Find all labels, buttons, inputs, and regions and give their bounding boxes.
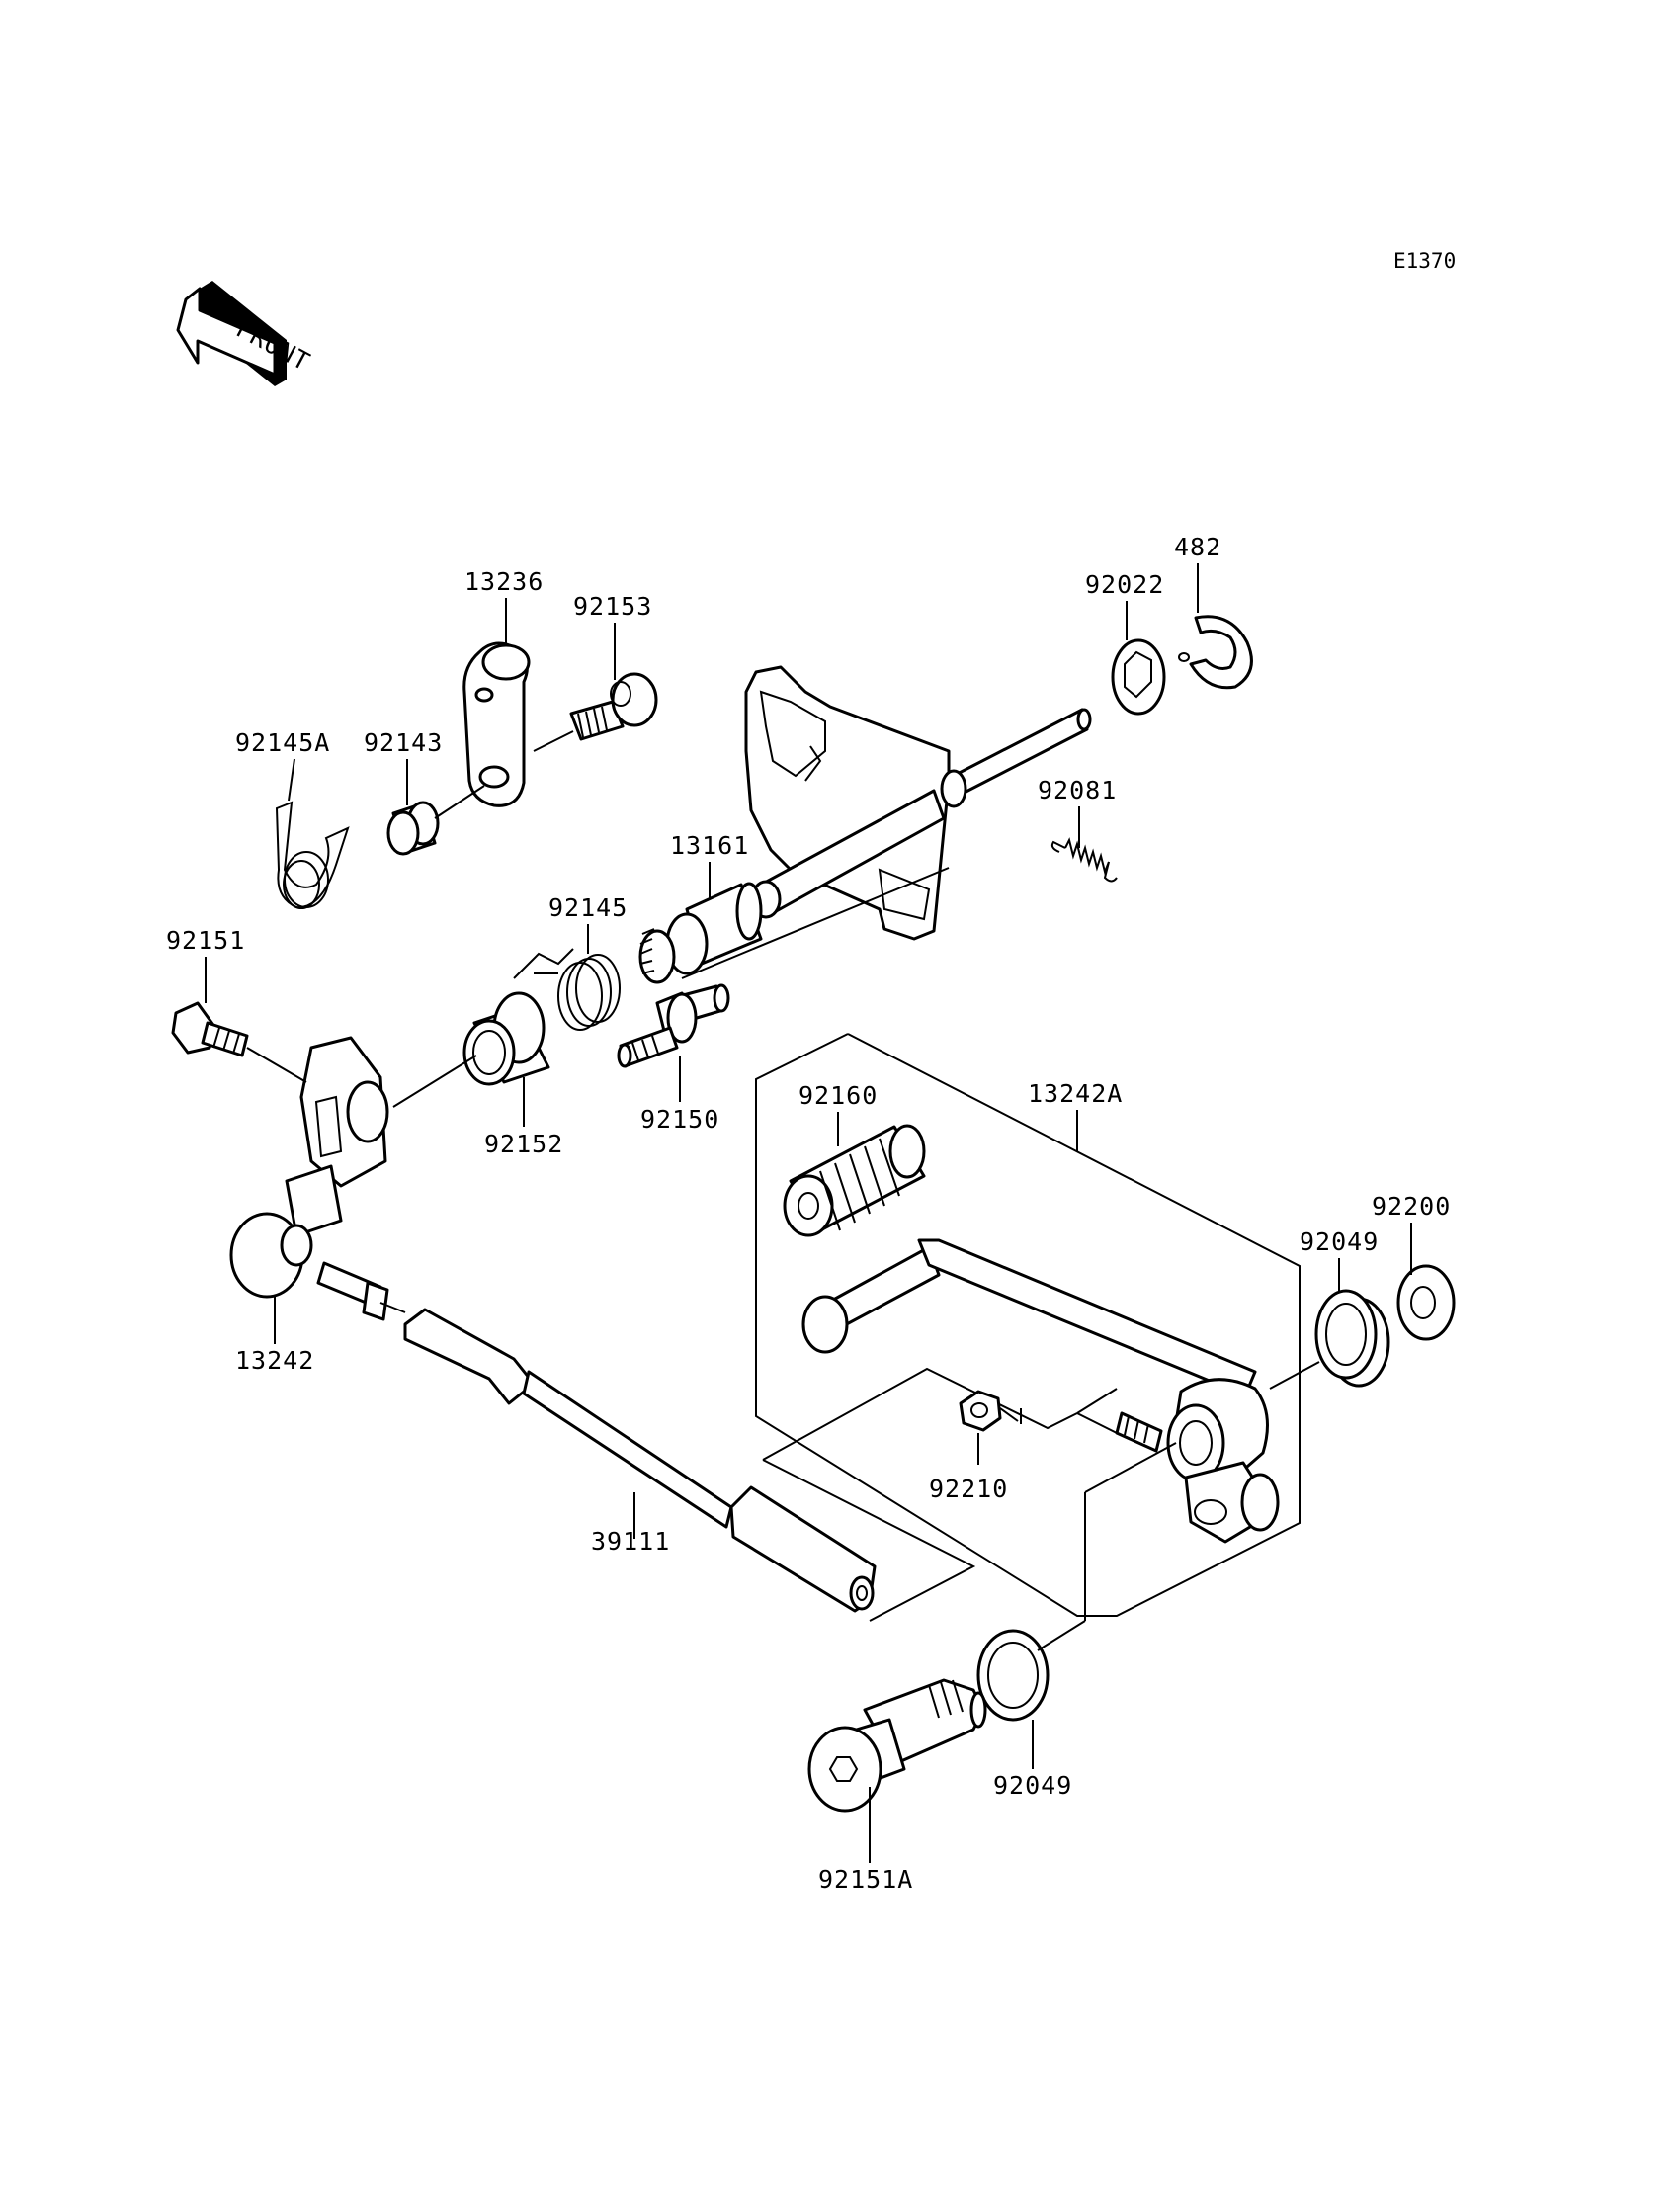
part-92081-spring xyxy=(1050,837,1118,883)
part-92049-seal-upper xyxy=(1314,1289,1390,1388)
part-92153-bolt xyxy=(569,672,658,741)
part-92210-nut xyxy=(959,1390,1002,1432)
label-92145: 92145 xyxy=(548,893,628,922)
label-92152: 92152 xyxy=(484,1130,563,1158)
part-92151-bolt xyxy=(171,1001,249,1057)
label-92081: 92081 xyxy=(1038,776,1117,804)
label-92145A: 92145A xyxy=(235,728,330,757)
part-92022-washer xyxy=(1111,638,1166,716)
part-92150-bolt xyxy=(617,983,730,1068)
label-39111: 39111 xyxy=(591,1527,670,1556)
label-92151A: 92151A xyxy=(818,1865,913,1894)
label-92200: 92200 xyxy=(1372,1192,1451,1221)
label-92150: 92150 xyxy=(640,1105,719,1134)
label-92151: 92151 xyxy=(166,926,245,955)
part-13161-collar xyxy=(638,882,763,984)
part-13242-arm xyxy=(229,1036,389,1321)
part-92145A-spring xyxy=(275,801,350,909)
part-92145-spring xyxy=(513,948,621,1031)
label-92049-upper: 92049 xyxy=(1300,1227,1379,1256)
part-13242A-lever xyxy=(801,1238,1280,1544)
part-92160-rubber xyxy=(783,1124,926,1237)
label-92153: 92153 xyxy=(573,592,652,621)
label-482: 482 xyxy=(1174,533,1221,561)
part-shift-shaft xyxy=(744,665,1092,941)
leader-lines xyxy=(205,563,1412,1863)
part-482-circlip xyxy=(1178,615,1253,690)
part-92143-collar xyxy=(386,801,440,856)
assembly-frame-13242A xyxy=(755,1033,1301,1617)
part-92200-washer xyxy=(1396,1264,1456,1341)
label-13242: 13242 xyxy=(235,1346,314,1375)
part-lever-bolt xyxy=(1115,1411,1163,1453)
label-13161: 13161 xyxy=(670,831,749,860)
label-92210: 92210 xyxy=(929,1475,1008,1503)
label-92143: 92143 xyxy=(364,728,443,757)
part-39111-rod xyxy=(403,1308,877,1613)
label-92022: 92022 xyxy=(1085,570,1164,599)
front-arrow-icon: FRONT xyxy=(176,281,315,386)
label-92160: 92160 xyxy=(798,1081,878,1110)
label-13236: 13236 xyxy=(464,567,544,596)
diagram-code: E1370 xyxy=(1393,249,1456,273)
label-92049-lower: 92049 xyxy=(993,1771,1072,1800)
part-92049-seal-lower xyxy=(976,1629,1050,1722)
part-92151A-bolt xyxy=(807,1678,987,1813)
label-13242A: 13242A xyxy=(1028,1079,1123,1108)
part-13236-arm xyxy=(462,641,531,807)
part-92152-collar xyxy=(462,991,550,1086)
part-labels: 13236 92153 92145A 92143 92022 482 92081… xyxy=(166,533,1451,1894)
